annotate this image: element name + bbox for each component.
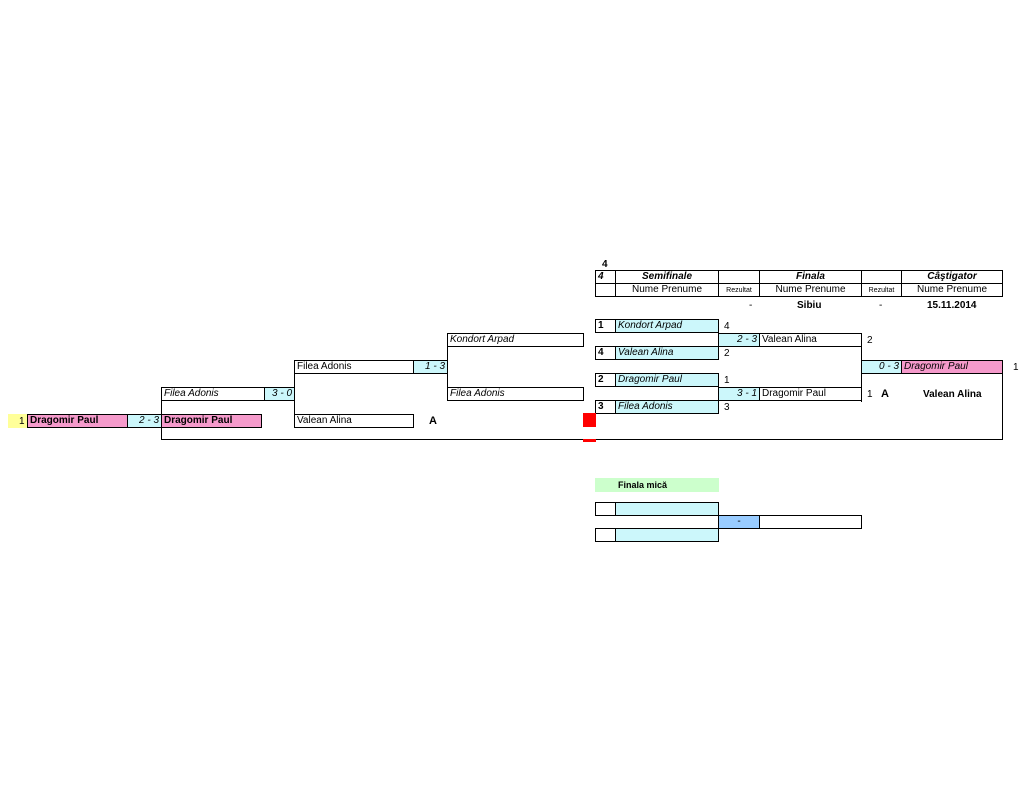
date-label: 15.11.2014 [927,300,977,311]
semifinale-header: Semifinale [615,270,719,284]
semifinal-seed-4: 4 [595,346,616,360]
semifinal-player-1[interactable]: Kondort Arpad [615,319,719,333]
small-final-header [595,478,719,492]
bottom-bracket-line [161,439,1003,440]
r2-score-a: 1 [424,361,431,372]
semifinal-seed-1: 1 [595,319,616,333]
seed-name[interactable]: Dragomir Paul [27,414,128,428]
r3-upper-name[interactable]: Kondort Arpad [447,333,584,347]
winner-score: 0 - 3 [861,360,902,374]
winner-name[interactable]: Dragomir Paul [901,360,1003,374]
semifinal-score-4: 3 [724,402,730,413]
subheader-rezultat-2: Rezultat [861,283,902,297]
winner-score-a: 0 [878,361,885,372]
seed-number: 1 [19,416,25,427]
semifinal-score-3: 1 [724,375,730,386]
winner-score-b: 3 [893,361,899,372]
winner-bracket-right [1002,373,1003,439]
final-lower-score-a: 3 [736,388,743,399]
r1-dash: - [280,388,284,399]
winner-pts: 1 [1013,362,1019,373]
subheader-empty [595,283,616,297]
r2-score: 1 - 3 [413,360,448,374]
semifinal-lower-border [595,413,719,414]
semifinal-seed-3: 3 [595,400,616,414]
final-lower-name[interactable]: Dragomir Paul [759,387,862,401]
final-lower-pts: 1 [867,389,873,400]
final-upper-dash: - [745,334,749,345]
r2-score-b: 3 [439,361,445,372]
subheader-nume-prenume-2: Nume Prenume [759,283,862,297]
header-dash-1: - [749,300,753,311]
final-lower-score: 3 - 1 [718,387,760,401]
semifinal-player-3[interactable]: Dragomir Paul [615,373,719,387]
seed-number-cell [8,414,28,428]
r1-score: 3 - 0 [264,387,295,401]
small-final-seed-2 [595,528,616,542]
finala-header: Finala [759,270,862,284]
r1-upper-name[interactable]: Filea Adonis [161,387,265,401]
seed-score-b: 3 [153,415,159,426]
header-empty-1 [718,270,760,284]
header-empty-2 [861,270,902,284]
small-final-title: Finala mică [618,480,668,490]
r1-score-a: 3 [271,388,278,399]
r1-score-b: 0 [286,388,292,399]
final-upper-score-a: 2 [736,334,743,345]
red-marker [583,413,596,427]
seed-score: 2 - 3 [127,414,162,428]
r2-lower-name[interactable]: Valean Alina [294,414,414,428]
seed-score-a: 2 [138,415,145,426]
runner-up-name: Valean Alina [923,389,982,400]
r3-lower-name[interactable]: Filea Adonis [447,387,584,401]
semifinal-score-1: 4 [724,321,730,332]
final-upper-score: 2 - 3 [718,333,760,347]
r2-mark: A [429,415,437,427]
r2-upper-name[interactable]: Filea Adonis [294,360,414,374]
semifinal-score-2: 2 [724,348,730,359]
final-upper-pts: 2 [867,335,873,346]
final-lower-dash: - [745,388,749,399]
subheader-nume-prenume-1: Nume Prenume [615,283,719,297]
group-number-cell: 4 [595,270,616,284]
final-upper-score-b: 3 [751,334,757,345]
final-upper-name[interactable]: Valean Alina [759,333,862,347]
semifinal-player-2[interactable]: Valean Alina [615,346,719,360]
castigator-header: Câştigator [901,270,1003,284]
semifinal-player-4[interactable]: Filea Adonis [615,400,719,414]
red-marker-small [583,439,596,442]
small-final-score: - [718,515,760,529]
small-final-player-2[interactable] [615,528,719,542]
small-final-winner[interactable] [759,515,862,529]
r1-lower-name[interactable]: Dragomir Paul [161,414,262,428]
final-lower-mark: A [881,388,889,400]
city-label: Sibiu [797,300,822,311]
winner-dash: - [887,361,891,372]
header-dash-2: - [879,300,883,311]
r2-dash: - [433,361,437,372]
top-group-number: 4 [602,259,608,270]
small-final-seed-1 [595,502,616,516]
subheader-nume-prenume-3: Nume Prenume [901,283,1003,297]
final-lower-score-b: 1 [751,388,757,399]
subheader-rezultat-1: Rezultat [718,283,760,297]
semifinal-seed-2: 2 [595,373,616,387]
small-final-player-1[interactable] [615,502,719,516]
seed-dash: - [147,415,151,426]
